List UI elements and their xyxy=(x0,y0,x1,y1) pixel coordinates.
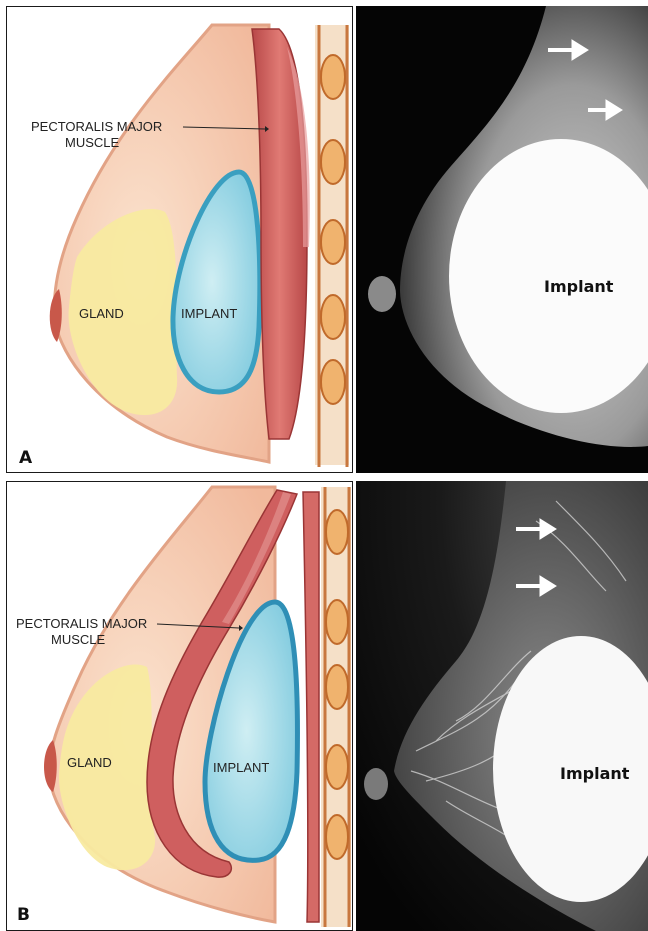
panel-letter: A xyxy=(19,448,33,468)
nipple-shape xyxy=(44,740,57,792)
muscle-label: PECTORALIS MAJOR xyxy=(31,119,162,134)
panel-letter: B xyxy=(17,905,30,925)
mammogram-submuscular: Implant xyxy=(356,481,648,931)
muscle-label-2: MUSCLE xyxy=(51,632,106,647)
diagram-submuscular: PECTORALIS MAJOR MUSCLE GLAND IMPLANT B xyxy=(7,482,352,931)
panel-b-illustration: PECTORALIS MAJOR MUSCLE GLAND IMPLANT B xyxy=(6,481,353,931)
muscle-label: PECTORALIS MAJOR xyxy=(16,616,147,631)
panel-a-illustration: PECTORALIS MAJOR MUSCLE GLAND IMPLANT A xyxy=(6,6,353,473)
nipple xyxy=(364,768,388,800)
diagram-subglandular: PECTORALIS MAJOR MUSCLE GLAND IMPLANT A xyxy=(7,7,352,472)
gland-label: GLAND xyxy=(67,755,112,770)
implant-label: IMPLANT xyxy=(181,306,237,321)
xray-implant-label: Implant xyxy=(560,764,630,783)
nipple xyxy=(368,276,396,312)
gland-label: GLAND xyxy=(79,306,124,321)
panel-a-xray: Implant xyxy=(356,6,648,473)
muscle-label-2: MUSCLE xyxy=(65,135,120,150)
implant-label: IMPLANT xyxy=(213,760,269,775)
panel-b-xray: Implant xyxy=(356,481,648,931)
mammogram-subglandular: Implant xyxy=(356,6,648,473)
xray-implant-label: Implant xyxy=(544,277,614,296)
